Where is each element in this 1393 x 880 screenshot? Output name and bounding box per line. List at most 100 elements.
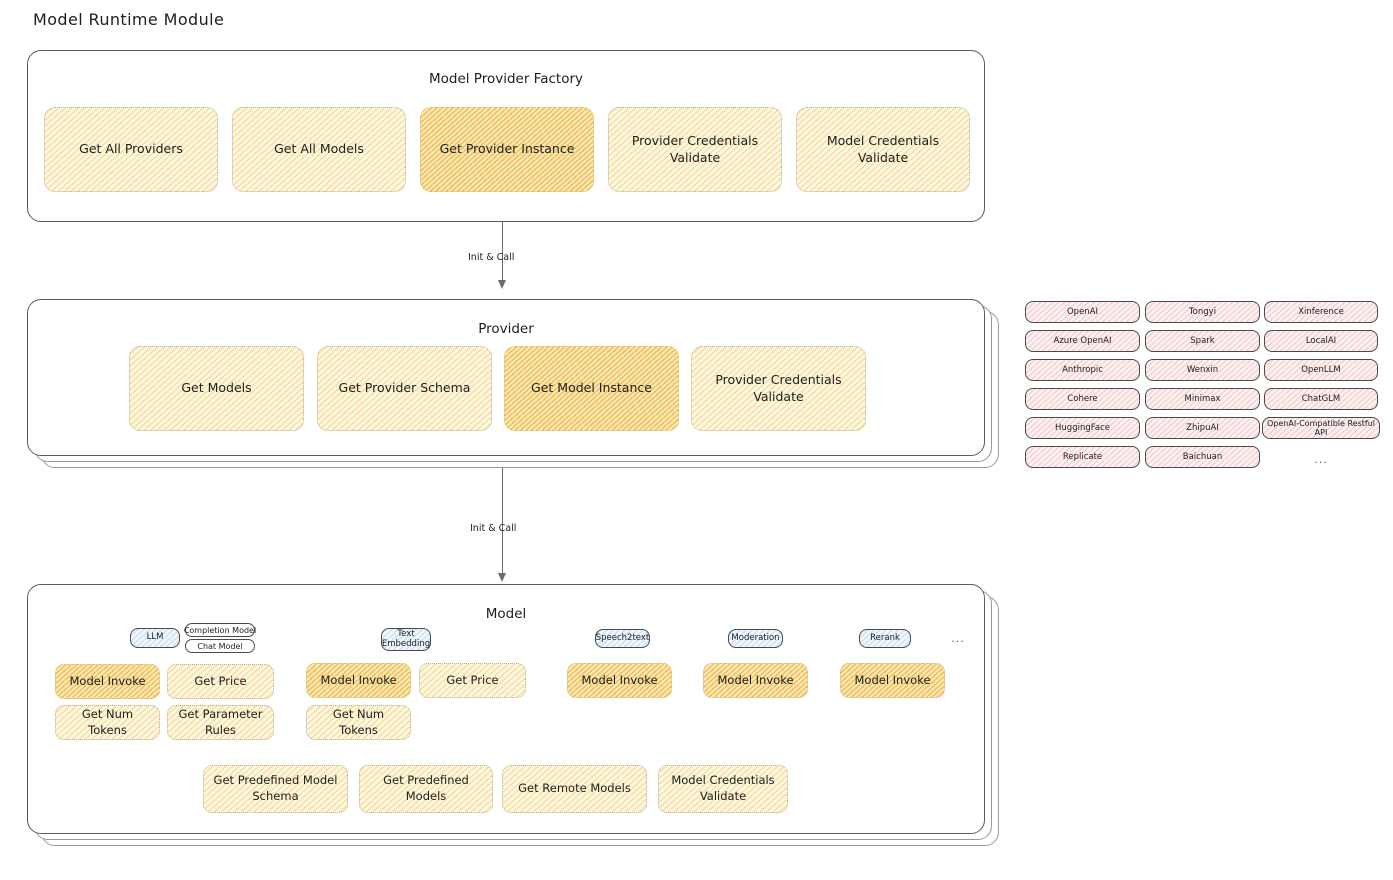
model-node-model-credentials-validate[interactable]: Model Credentials Validate <box>658 765 788 813</box>
node-label: Get Provider Instance <box>439 141 575 157</box>
chip-label: Spark <box>1190 336 1215 346</box>
chip-label: Minimax <box>1184 394 1221 404</box>
chip-label: Tongyi <box>1188 307 1217 317</box>
provider-chip-zhipuai[interactable]: ZhipuAI <box>1145 417 1260 439</box>
factory-node-get-all-providers[interactable]: Get All Providers <box>44 107 218 192</box>
model-node-get-remote-models[interactable]: Get Remote Models <box>502 765 647 813</box>
llm-node-model-invoke[interactable]: Model Invoke <box>55 664 160 699</box>
provider-node-get-models[interactable]: Get Models <box>129 346 304 431</box>
llm-node-get-num-tokens[interactable]: Get Num Tokens <box>55 705 160 740</box>
badge-label: Speech2text <box>595 632 650 643</box>
model-type-badge-speech2text[interactable]: Speech2text <box>595 629 650 648</box>
provider-chip-replicate[interactable]: Replicate <box>1025 446 1140 468</box>
node-label: Get Provider Schema <box>338 380 471 396</box>
text-embedding-node-model-invoke[interactable]: Model Invoke <box>306 663 411 698</box>
node-label: Model Invoke <box>854 672 931 687</box>
provider-chip-spark[interactable]: Spark <box>1145 330 1260 352</box>
provider-chip-openai[interactable]: OpenAI <box>1025 301 1140 323</box>
provider-chip-localai[interactable]: LocalAI <box>1264 330 1378 352</box>
factory-node-get-all-models[interactable]: Get All Models <box>232 107 406 192</box>
provider-chip-huggingface[interactable]: HuggingFace <box>1025 417 1140 439</box>
provider-chip-anthropic[interactable]: Anthropic <box>1025 359 1140 381</box>
moderation-node-model-invoke[interactable]: Model Invoke <box>703 663 808 698</box>
tag-label: Chat Model <box>197 641 243 651</box>
chip-label: Cohere <box>1067 394 1098 404</box>
chip-label: LocalAI <box>1305 336 1337 346</box>
chip-label: ZhipuAI <box>1186 423 1219 433</box>
model-provider-factory-title: Model Provider Factory <box>428 71 583 87</box>
provider-title: Provider <box>478 321 534 337</box>
model-type-badge-llm[interactable]: LLM <box>130 628 180 648</box>
node-label: Get All Models <box>274 141 364 157</box>
provider-node-get-model-instance[interactable]: Get Model Instance <box>504 346 679 431</box>
chip-label: Baichuan <box>1182 452 1223 462</box>
provider-chip-baichuan[interactable]: Baichuan <box>1145 446 1260 468</box>
provider-chip-openllm[interactable]: OpenLLM <box>1264 359 1378 381</box>
node-label: Get Model Instance <box>531 380 652 396</box>
chip-label: ChatGLM <box>1301 394 1341 404</box>
badge-label: Rerank <box>870 632 900 643</box>
chip-label: HuggingFace <box>1055 423 1110 433</box>
chip-label: OpenAI-Compatible Restful API <box>1267 419 1375 437</box>
provider-list-more-ellipsis: ... <box>1314 452 1328 466</box>
chip-label: Anthropic <box>1062 365 1103 375</box>
provider-chip-azure-openai[interactable]: Azure OpenAI <box>1025 330 1140 352</box>
connector-2-label: Init & Call <box>470 523 517 534</box>
model-node-get-predefined-model-schema[interactable]: Get Predefined Model Schema <box>203 765 348 813</box>
provider-chip-openai-compatible-restful-api[interactable]: OpenAI-Compatible Restful API <box>1262 417 1380 439</box>
provider-chip-wenxin[interactable]: Wenxin <box>1145 359 1260 381</box>
node-label: Get Num Tokens <box>332 706 385 737</box>
model-node-get-predefined-models[interactable]: Get Predefined Models <box>359 765 493 813</box>
model-type-badge-moderation[interactable]: Moderation <box>728 629 783 648</box>
llm-node-get-parameter-rules[interactable]: Get Parameter Rules <box>167 705 274 740</box>
node-label: Model Credentials Validate <box>671 773 775 803</box>
node-label: Provider Credentials Validate <box>631 132 759 165</box>
node-label: Get Predefined Model Schema <box>213 773 338 803</box>
llm-node-get-price[interactable]: Get Price <box>167 664 274 699</box>
chip-label: OpenLLM <box>1301 365 1341 375</box>
provider-chip-chatglm[interactable]: ChatGLM <box>1264 388 1378 410</box>
page-title: Model Runtime Module <box>33 10 225 29</box>
connector-1-arrowhead <box>498 280 506 289</box>
speech2text-node-model-invoke[interactable]: Model Invoke <box>567 663 672 698</box>
chip-label: Replicate <box>1062 452 1103 462</box>
chip-label: Azure OpenAI <box>1053 336 1112 346</box>
factory-node-get-provider-instance[interactable]: Get Provider Instance <box>420 107 594 192</box>
node-label: Model Invoke <box>69 673 146 688</box>
connector-1-line <box>502 222 504 284</box>
node-label: Model Invoke <box>717 672 794 687</box>
provider-chip-minimax[interactable]: Minimax <box>1145 388 1260 410</box>
node-label: Get Num Tokens <box>81 706 134 737</box>
provider-chip-tongyi[interactable]: Tongyi <box>1145 301 1260 323</box>
chip-label: OpenAI <box>1066 307 1099 317</box>
node-label: Get Parameter Rules <box>178 706 263 737</box>
text-embedding-node-get-price[interactable]: Get Price <box>419 663 526 698</box>
rerank-node-model-invoke[interactable]: Model Invoke <box>840 663 945 698</box>
provider-chip-cohere[interactable]: Cohere <box>1025 388 1140 410</box>
node-label: Model Invoke <box>581 672 658 687</box>
model-tag-chat-model[interactable]: Chat Model <box>185 639 255 653</box>
provider-node-get-provider-schema[interactable]: Get Provider Schema <box>317 346 492 431</box>
connector-2-line <box>502 468 504 578</box>
factory-node-provider-credentials-validate[interactable]: Provider Credentials Validate <box>608 107 782 192</box>
provider-chip-xinference[interactable]: Xinference <box>1264 301 1378 323</box>
badge-label: Moderation <box>731 632 780 643</box>
model-type-badge-text-embedding[interactable]: Text Embedding <box>381 628 431 651</box>
badge-label: LLM <box>146 632 164 643</box>
node-label: Get Remote Models <box>518 781 631 796</box>
text-embedding-node-get-num-tokens[interactable]: Get Num Tokens <box>306 705 411 740</box>
model-type-badge-rerank[interactable]: Rerank <box>859 629 911 648</box>
chip-label: Wenxin <box>1186 365 1219 375</box>
node-label: Model Credentials Validate <box>826 132 940 165</box>
connector-2-arrowhead <box>498 573 506 582</box>
node-label: Get Price <box>446 672 499 687</box>
badge-label-line-2: Embedding <box>381 638 431 649</box>
node-label: Provider Credentials Validate <box>715 371 842 404</box>
node-label: Get Models <box>181 380 252 396</box>
badge-label-line-1: Text <box>397 628 415 639</box>
provider-node-provider-credentials-validate[interactable]: Provider Credentials Validate <box>691 346 866 431</box>
factory-node-model-credentials-validate[interactable]: Model Credentials Validate <box>796 107 970 192</box>
model-tag-completion-model[interactable]: Completion Model <box>184 623 256 637</box>
node-label: Get Predefined Models <box>383 773 469 803</box>
